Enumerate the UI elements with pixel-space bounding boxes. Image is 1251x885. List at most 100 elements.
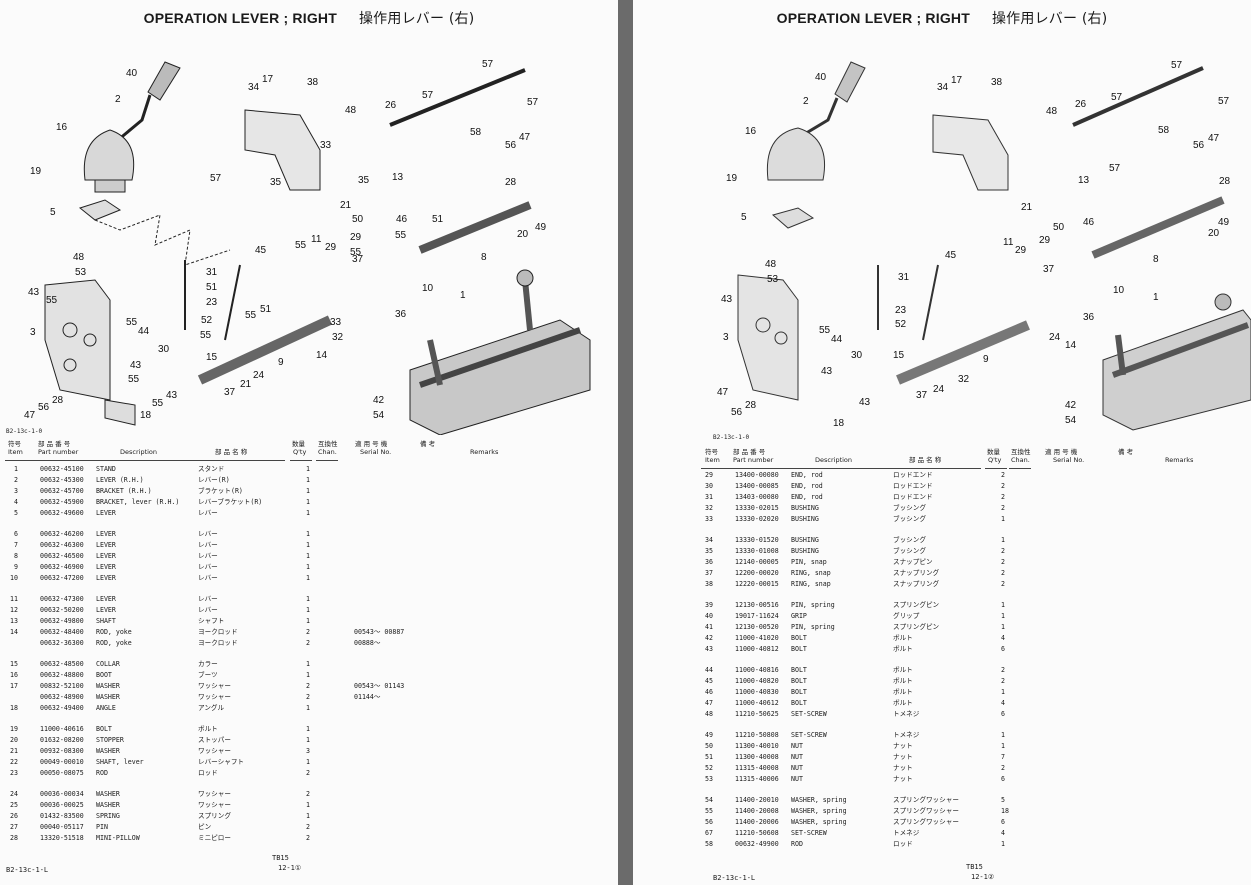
cell-item: 2 [14, 476, 18, 484]
cell-part-number: 11300-40010 [735, 742, 779, 750]
cell-japanese-name: ボルト [893, 688, 913, 696]
cell-part-number: 00632-46300 [40, 541, 84, 549]
cell-quantity: 2 [1001, 504, 1005, 512]
callout-32: 32 [958, 374, 970, 385]
header-part-jp: 部 品 番 号 [733, 448, 766, 456]
shaft-shape [418, 201, 532, 254]
cell-item: 38 [705, 580, 713, 588]
cell-quantity: 18 [1001, 807, 1009, 815]
cell-part-number: 00632-48800 [40, 671, 84, 679]
cell-description: LEVER (R.H.) [96, 476, 144, 484]
cell-japanese-name: スプリングワッシャー [893, 796, 959, 804]
callout-47: 47 [519, 132, 531, 143]
cell-quantity: 2 [306, 628, 310, 636]
cell-item: 35 [705, 547, 713, 555]
cell-description: BUSHING [791, 504, 819, 512]
cell-part-number: 00050-08075 [40, 769, 84, 777]
cell-japanese-name: トメネジ [893, 829, 920, 837]
bracket-shape [44, 279, 111, 401]
footer-code-left: B2-13c-1-L [6, 866, 49, 874]
callout-19: 19 [30, 166, 42, 177]
callout-48: 48 [1046, 106, 1058, 117]
cell-part-number: 11400-20010 [735, 796, 779, 804]
callout-36: 36 [1083, 312, 1095, 323]
cell-part-number: 00632-48900 [40, 693, 84, 701]
cell-part-number: 13330-02020 [735, 515, 779, 523]
cell-part-number: 13403-00080 [735, 493, 779, 501]
cell-part-number: 13400-00080 [735, 471, 779, 479]
cell-description: WASHER [96, 801, 120, 809]
cell-description: NUT [791, 742, 803, 750]
cell-item: 33 [705, 515, 713, 523]
stand-assembly-shape [409, 319, 591, 436]
cell-part-number: 13400-00085 [735, 482, 779, 490]
cell-item: 15 [10, 660, 18, 668]
cell-quantity: 1 [306, 801, 310, 809]
cell-quantity: 1 [1001, 688, 1005, 696]
header-desc-en: Description [815, 456, 853, 464]
callout-56: 56 [1193, 140, 1205, 151]
cell-japanese-name: ボルト [893, 666, 913, 674]
cell-item: 14 [10, 628, 18, 636]
cell-part-number: 11315-40006 [735, 775, 779, 783]
cell-quantity: 1 [1001, 623, 1005, 631]
cell-part-number: 00632-45300 [40, 476, 84, 484]
callout-3: 3 [30, 327, 36, 338]
cell-part-number: 11210-50808 [735, 731, 779, 739]
lever-shape [802, 97, 839, 137]
shaft-shape [1091, 196, 1225, 259]
callout-57: 57 [1111, 92, 1123, 103]
cell-quantity: 1 [1001, 731, 1005, 739]
cell-item: 21 [10, 747, 18, 755]
callout-28b: 28 [52, 395, 64, 406]
callout-labels: 40 2 16 19 5 34 17 38 48 26 57 58 57 57 … [717, 60, 1231, 429]
callout-20: 20 [517, 229, 529, 240]
cell-japanese-name: レバー [198, 541, 218, 549]
callout-34: 34 [937, 82, 949, 93]
callout-21: 21 [1021, 202, 1033, 213]
cell-quantity: 4 [1001, 699, 1005, 707]
cell-quantity: 1 [306, 617, 310, 625]
cell-japanese-name: ボルト [893, 677, 913, 685]
callout-40: 40 [815, 72, 827, 83]
footer-page: 12-1① [278, 864, 302, 872]
callout-21: 21 [340, 200, 352, 211]
cell-description: BUSHING [791, 515, 819, 523]
callout-31: 31 [898, 272, 910, 283]
callout-10: 10 [422, 283, 434, 294]
cell-japanese-name: ブラケット(R) [198, 487, 243, 495]
cell-description: END, rod [791, 493, 823, 501]
header-chan-jp: 互換性 [318, 440, 338, 448]
cell-japanese-name: ストッパー [198, 736, 231, 744]
cell-description: NUT [791, 764, 803, 772]
cell-part-number: 00632-46500 [40, 552, 84, 560]
cell-item: 23 [10, 769, 18, 777]
cell-japanese-name: ボルト [893, 699, 913, 707]
cell-part-number: 00632-47200 [40, 574, 84, 582]
cell-item: 46 [705, 688, 713, 696]
callout-36: 36 [395, 309, 407, 320]
cell-japanese-name: ワッシャー [198, 693, 231, 701]
callout-56b: 56 [731, 407, 743, 418]
cell-part-number: 00632-49400 [40, 704, 84, 712]
cell-part-number: 00632-48400 [40, 628, 84, 636]
callout-44: 44 [831, 334, 843, 345]
figure-code: B2-13c-1-0 [6, 428, 43, 435]
cell-part-number: 00040-05117 [40, 823, 84, 831]
cell-item: 26 [10, 812, 18, 820]
cell-description: BOLT [791, 699, 807, 707]
cell-description: BOLT [791, 688, 807, 696]
title-japanese: 操作用レバー (右) [991, 11, 1108, 27]
cell-part-number: 11400-20006 [735, 818, 779, 826]
callout-28: 28 [505, 177, 517, 188]
callout-51c: 51 [260, 304, 272, 315]
